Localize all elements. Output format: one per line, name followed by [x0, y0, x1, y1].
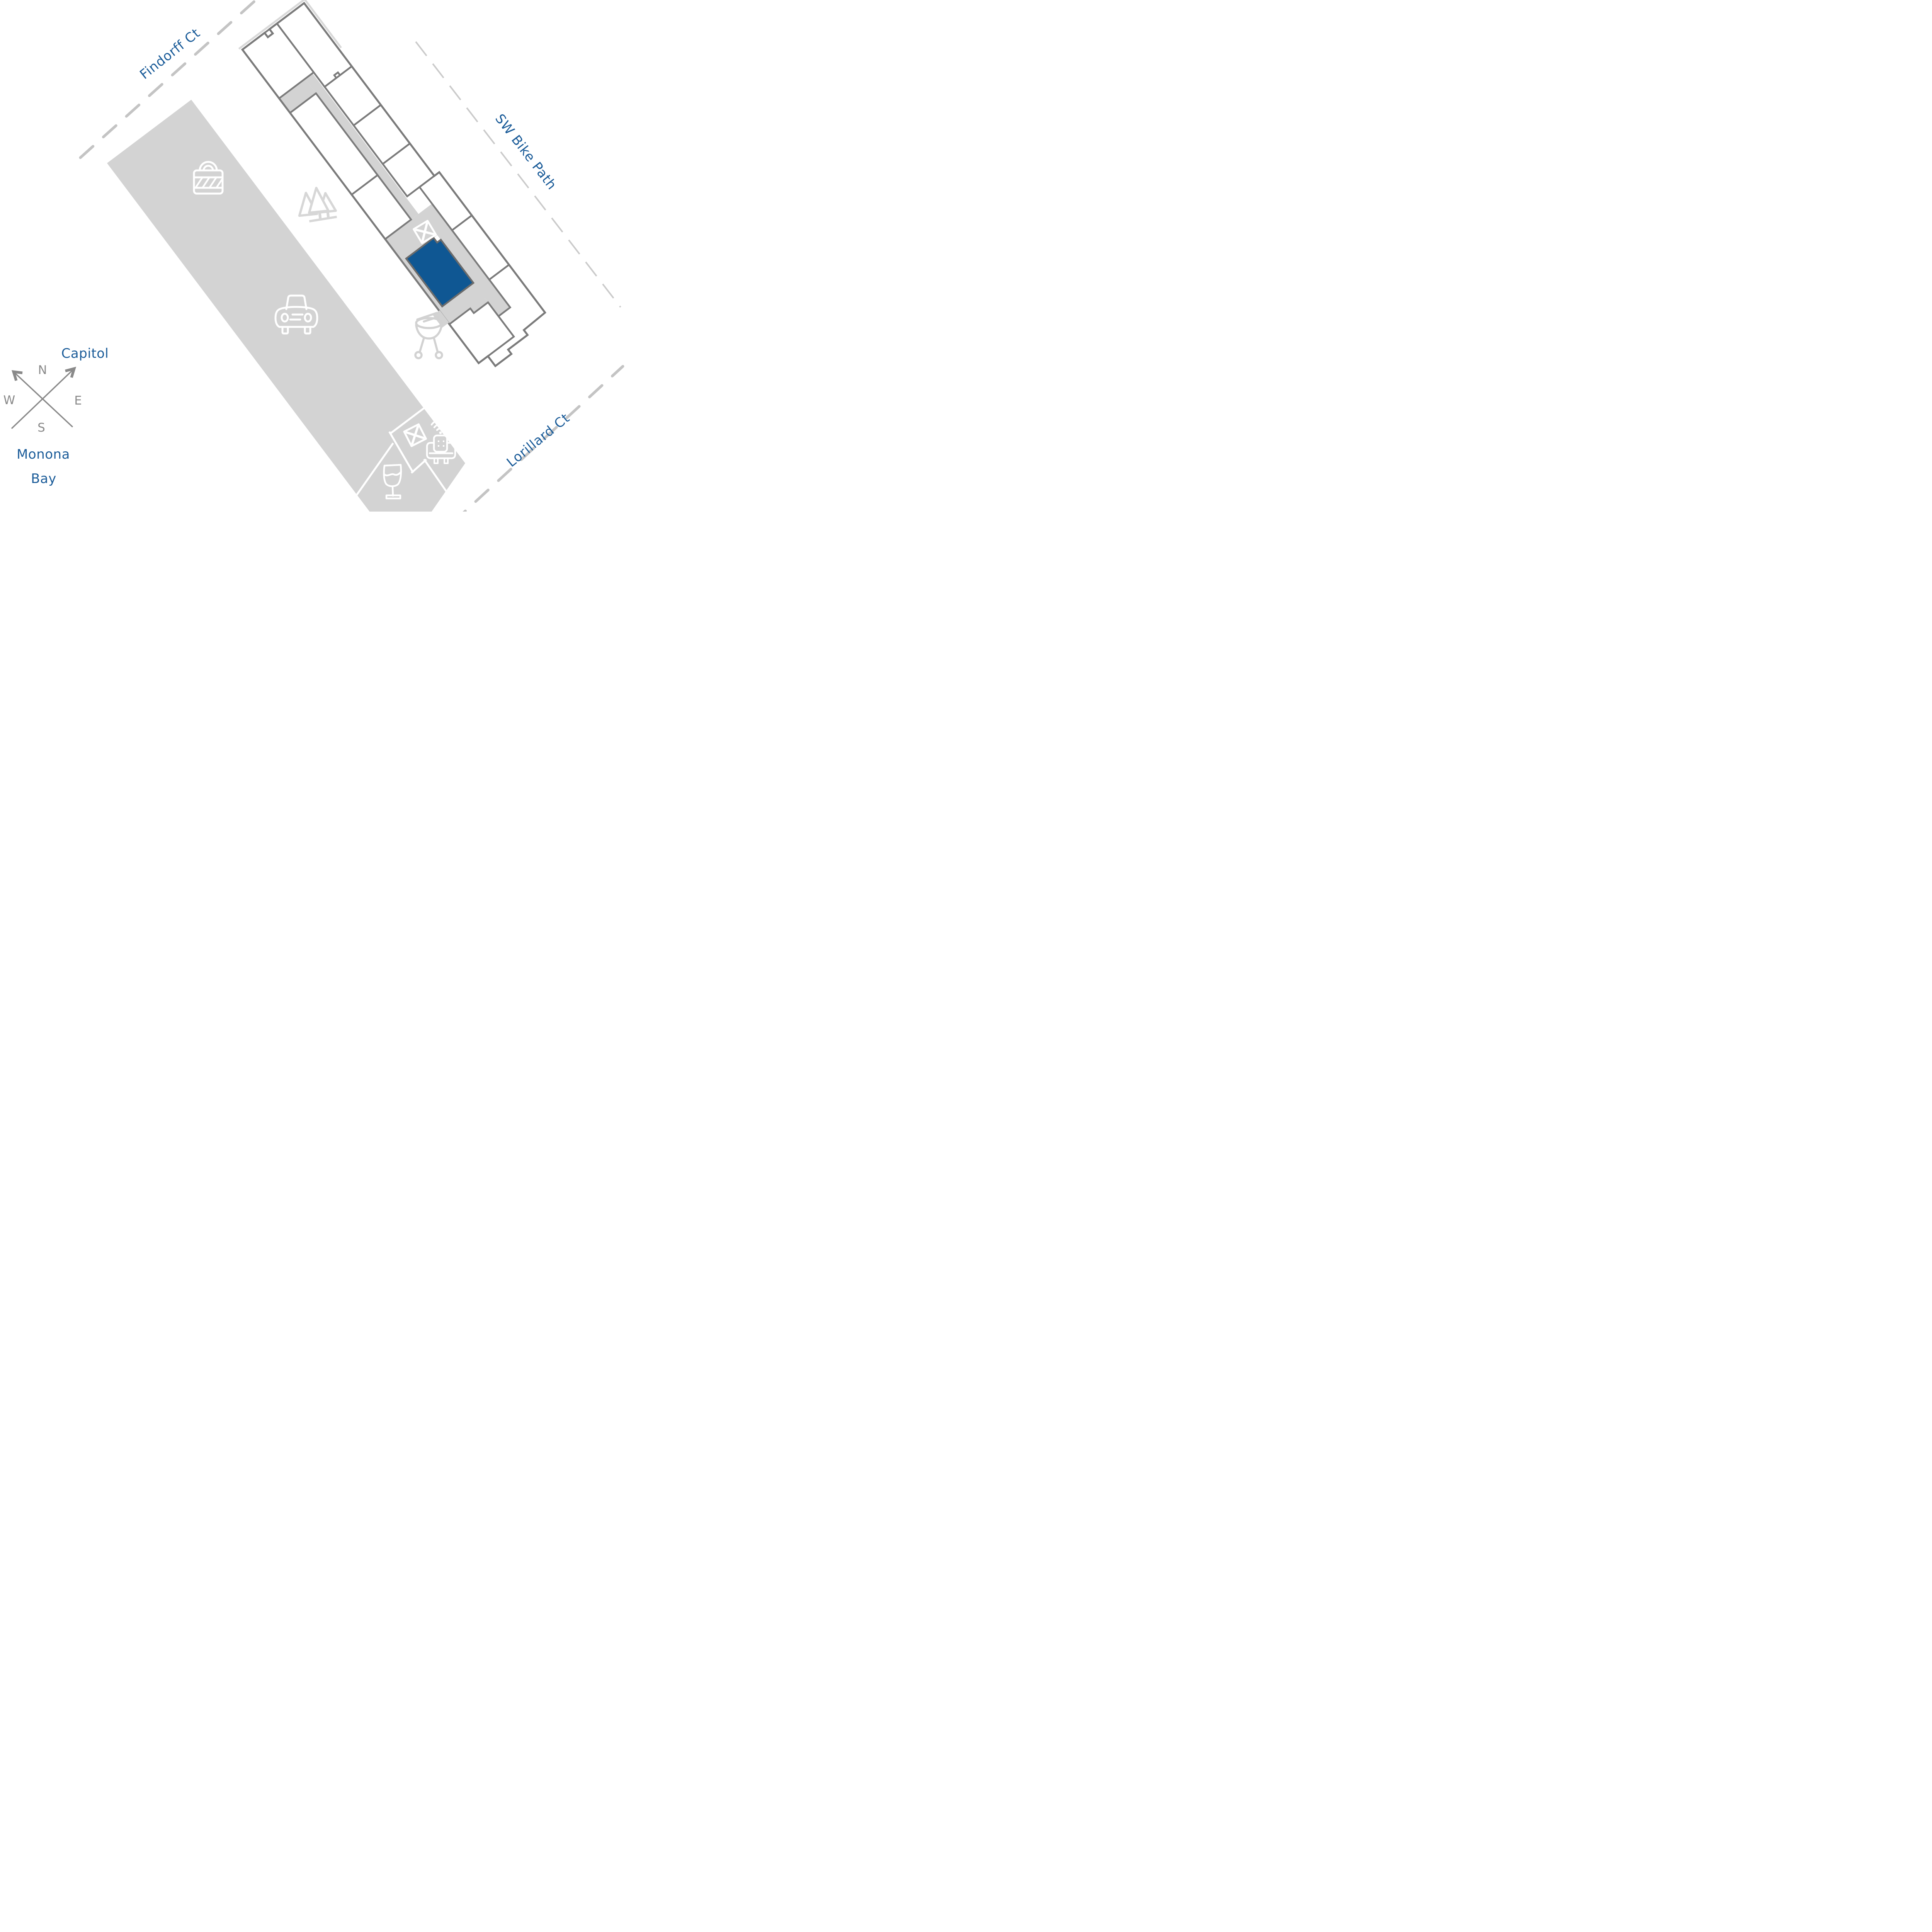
compass-w: W	[3, 393, 15, 407]
wine-glass-icon	[383, 464, 402, 500]
padlock-icon	[193, 161, 224, 195]
findorff-label: Findorff Ct	[137, 25, 203, 82]
findorff-dash-line	[79, 0, 258, 159]
x-box-icon	[403, 423, 427, 447]
bike-path-dash-line	[415, 41, 621, 308]
svg-text:Monona: Monona	[17, 447, 70, 462]
compass-arrowhead-nw	[12, 370, 23, 381]
amenity-room-walls	[355, 407, 449, 497]
parking-strip-area	[107, 100, 465, 512]
capitol-label: Capitol	[61, 346, 109, 361]
compass: N W E S	[3, 363, 82, 435]
armchair-wifi-icon	[426, 419, 456, 464]
compass-s: S	[37, 421, 45, 435]
svg-text:Bay: Bay	[31, 471, 56, 486]
building	[238, 0, 547, 367]
grill-icon	[414, 312, 443, 359]
compass-arrows	[11, 368, 75, 429]
monona-bay-label: Monona Bay	[17, 447, 70, 486]
parking-strip	[107, 100, 465, 512]
lorillard-dash-line	[463, 365, 624, 512]
corridor-exit	[433, 310, 449, 328]
units	[241, 2, 546, 367]
bike-path-label: SW Bike Path	[492, 111, 560, 193]
x-box-icon	[413, 219, 437, 244]
compass-n: N	[38, 363, 47, 377]
lorillard-label: Lorillard Ct	[504, 410, 573, 470]
building-outline	[241, 2, 547, 367]
edge-sliver	[238, 0, 342, 50]
selected-unit[interactable]	[405, 235, 475, 308]
compass-e: E	[74, 394, 82, 408]
compass-arrowhead-ne	[65, 367, 77, 378]
car-icon	[274, 294, 318, 335]
site-map: Findorff Ct SW Bike Path Lorillard Ct N …	[3, 0, 624, 512]
corridor	[279, 73, 510, 325]
trees-icon	[298, 187, 337, 223]
street-lorillard: Lorillard Ct	[463, 365, 624, 512]
